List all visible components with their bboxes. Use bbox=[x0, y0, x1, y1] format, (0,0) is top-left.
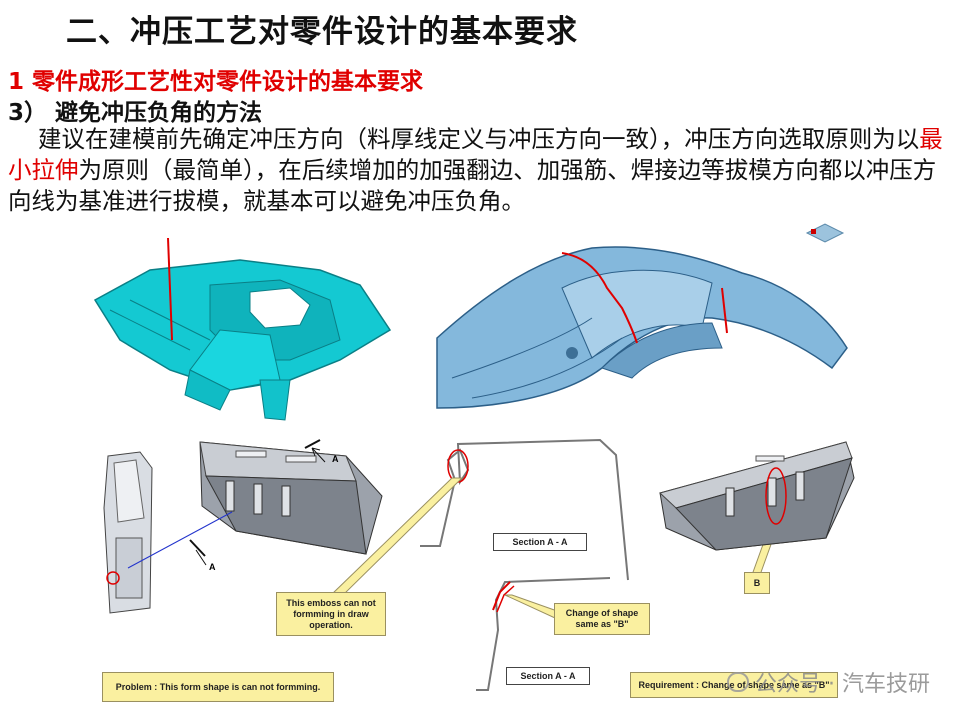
cyan-part-figure bbox=[93, 237, 392, 421]
view-orientation-icon bbox=[805, 223, 845, 243]
paragraph-part1: 建议在建模前先确定冲压方向（料厚线定义与冲压方向一致），冲压方向选取原则为以 bbox=[38, 125, 920, 153]
label-b: B bbox=[744, 572, 770, 594]
description-paragraph: 建议在建模前先确定冲压方向（料厚线定义与冲压方向一致），冲压方向选取原则为以最小… bbox=[8, 124, 948, 217]
vertical-bracket-figure bbox=[103, 451, 153, 614]
wechat-icon bbox=[727, 672, 750, 692]
blue-part-figure bbox=[436, 246, 848, 409]
section-aa-label-2: Section A - A bbox=[506, 667, 590, 685]
rail-changed-figure bbox=[659, 441, 855, 551]
watermark-text: 公众号 · 汽车技研 bbox=[755, 672, 930, 697]
section-aa-label-1: Section A - A bbox=[493, 533, 587, 551]
problem-note: Problem : This form shape is can not for… bbox=[102, 672, 334, 702]
paragraph-part2: 为原则（最简单），在后续增加的加强翻边、加强筋、焊接边等拔模方向都以冲压方向线为… bbox=[8, 156, 937, 215]
watermark: 公众号 · 汽车技研 bbox=[727, 666, 930, 698]
section-point: 3） 避免冲压负角的方法 bbox=[8, 100, 263, 126]
paragraph-highlight: 最小拉伸 bbox=[8, 125, 943, 184]
arrow-label-left: A bbox=[209, 562, 216, 572]
section-subtitle: 1 零件成形工艺性对零件设计的基本要求 bbox=[8, 69, 424, 95]
note-emboss: This emboss can not formming in draw ope… bbox=[276, 592, 386, 636]
page-title: 二、冲压工艺对零件设计的基本要求 bbox=[66, 14, 578, 50]
note-change-shape: Change of shape same as "B" bbox=[554, 603, 650, 635]
rail-emboss-figure bbox=[199, 441, 383, 555]
arrow-label-top: A bbox=[332, 454, 339, 464]
